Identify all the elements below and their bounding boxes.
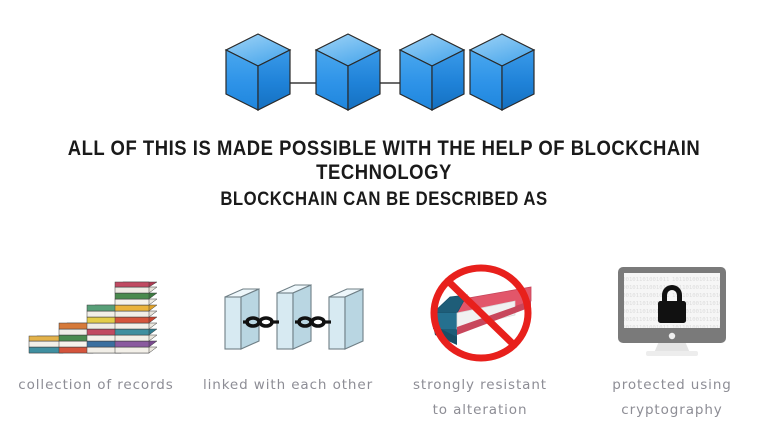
concept-linked-with-each-other: linked with each other — [192, 255, 384, 432]
concept-caption-linked-with-each-other: linked with each other — [202, 377, 374, 393]
blockchain-cube-2 — [312, 30, 384, 115]
blockchain-cube-1 — [222, 30, 294, 115]
no-eraser-prohibited-icon — [384, 255, 576, 367]
cube-connector-2 — [380, 82, 406, 84]
headline-secondary: BLOCKCHAIN CAN BE DESCRIBED AS — [220, 189, 548, 210]
concept-caption-collection-of-records: collection of records — [18, 377, 174, 393]
headline-primary: ALL OF THIS IS MADE POSSIBLE WITH THE HE… — [67, 137, 701, 184]
concept-collection-of-records: collection of records — [0, 255, 192, 432]
concepts-row: collection of records — [0, 255, 768, 432]
concept-caption-strongly-resistant-to-alteration: strongly resistant to alteration — [413, 377, 547, 418]
blockchain-cube-3 — [396, 30, 468, 115]
blockchain-cube-chain — [0, 30, 768, 115]
blockchain-cube-4 — [466, 30, 538, 115]
monitor-padlock-binary-icon: 10110100101101001011 — [576, 255, 768, 367]
concept-caption-protected-using-cryptography: protected using cryptography — [612, 377, 732, 418]
concept-strongly-resistant-to-alteration: strongly resistant to alteration — [384, 255, 576, 432]
cube-connector-1 — [290, 82, 316, 84]
stacked-books-icon — [0, 255, 192, 367]
concept-protected-using-cryptography: 10110100101101001011 protected using cry… — [576, 255, 768, 432]
linked-blocks-chain-icon — [192, 255, 384, 367]
